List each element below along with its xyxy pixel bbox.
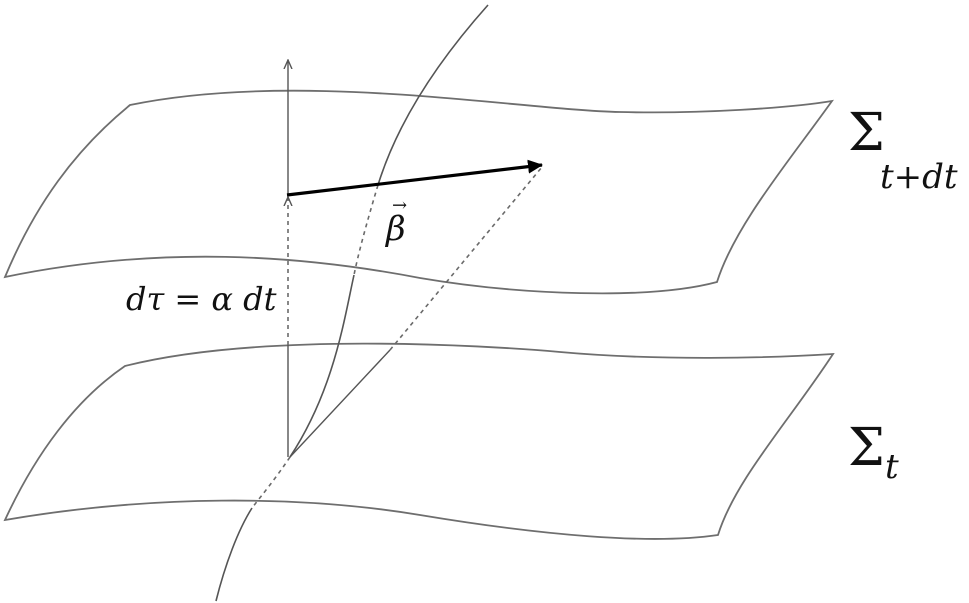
shift-vector-arrow [286,159,543,197]
upper-surface-sigma: Σ [848,103,885,163]
worldline-upper-segment [377,4,489,186]
worldline-middle-segment [289,274,355,458]
worldline-lower-hidden-segment [251,456,291,509]
upper-hypersurface [3,89,834,295]
shift-vector-arrow-glyph: → [392,195,407,216]
worldline-hidden-segment [353,184,379,276]
lower-hypersurface [3,342,835,540]
lower-surface-subscript: t [885,447,899,487]
lower-surface-sigma: Σ [848,418,885,478]
evolution-vector-visible [289,349,391,458]
worldline-bottom-segment [215,507,253,602]
upper-surface-subscript: t+dt [880,157,958,197]
lapse-relation-label: dτ = α dt [126,280,277,318]
evolution-vector-hidden [389,166,543,351]
shift-vector-label: β [384,209,406,249]
